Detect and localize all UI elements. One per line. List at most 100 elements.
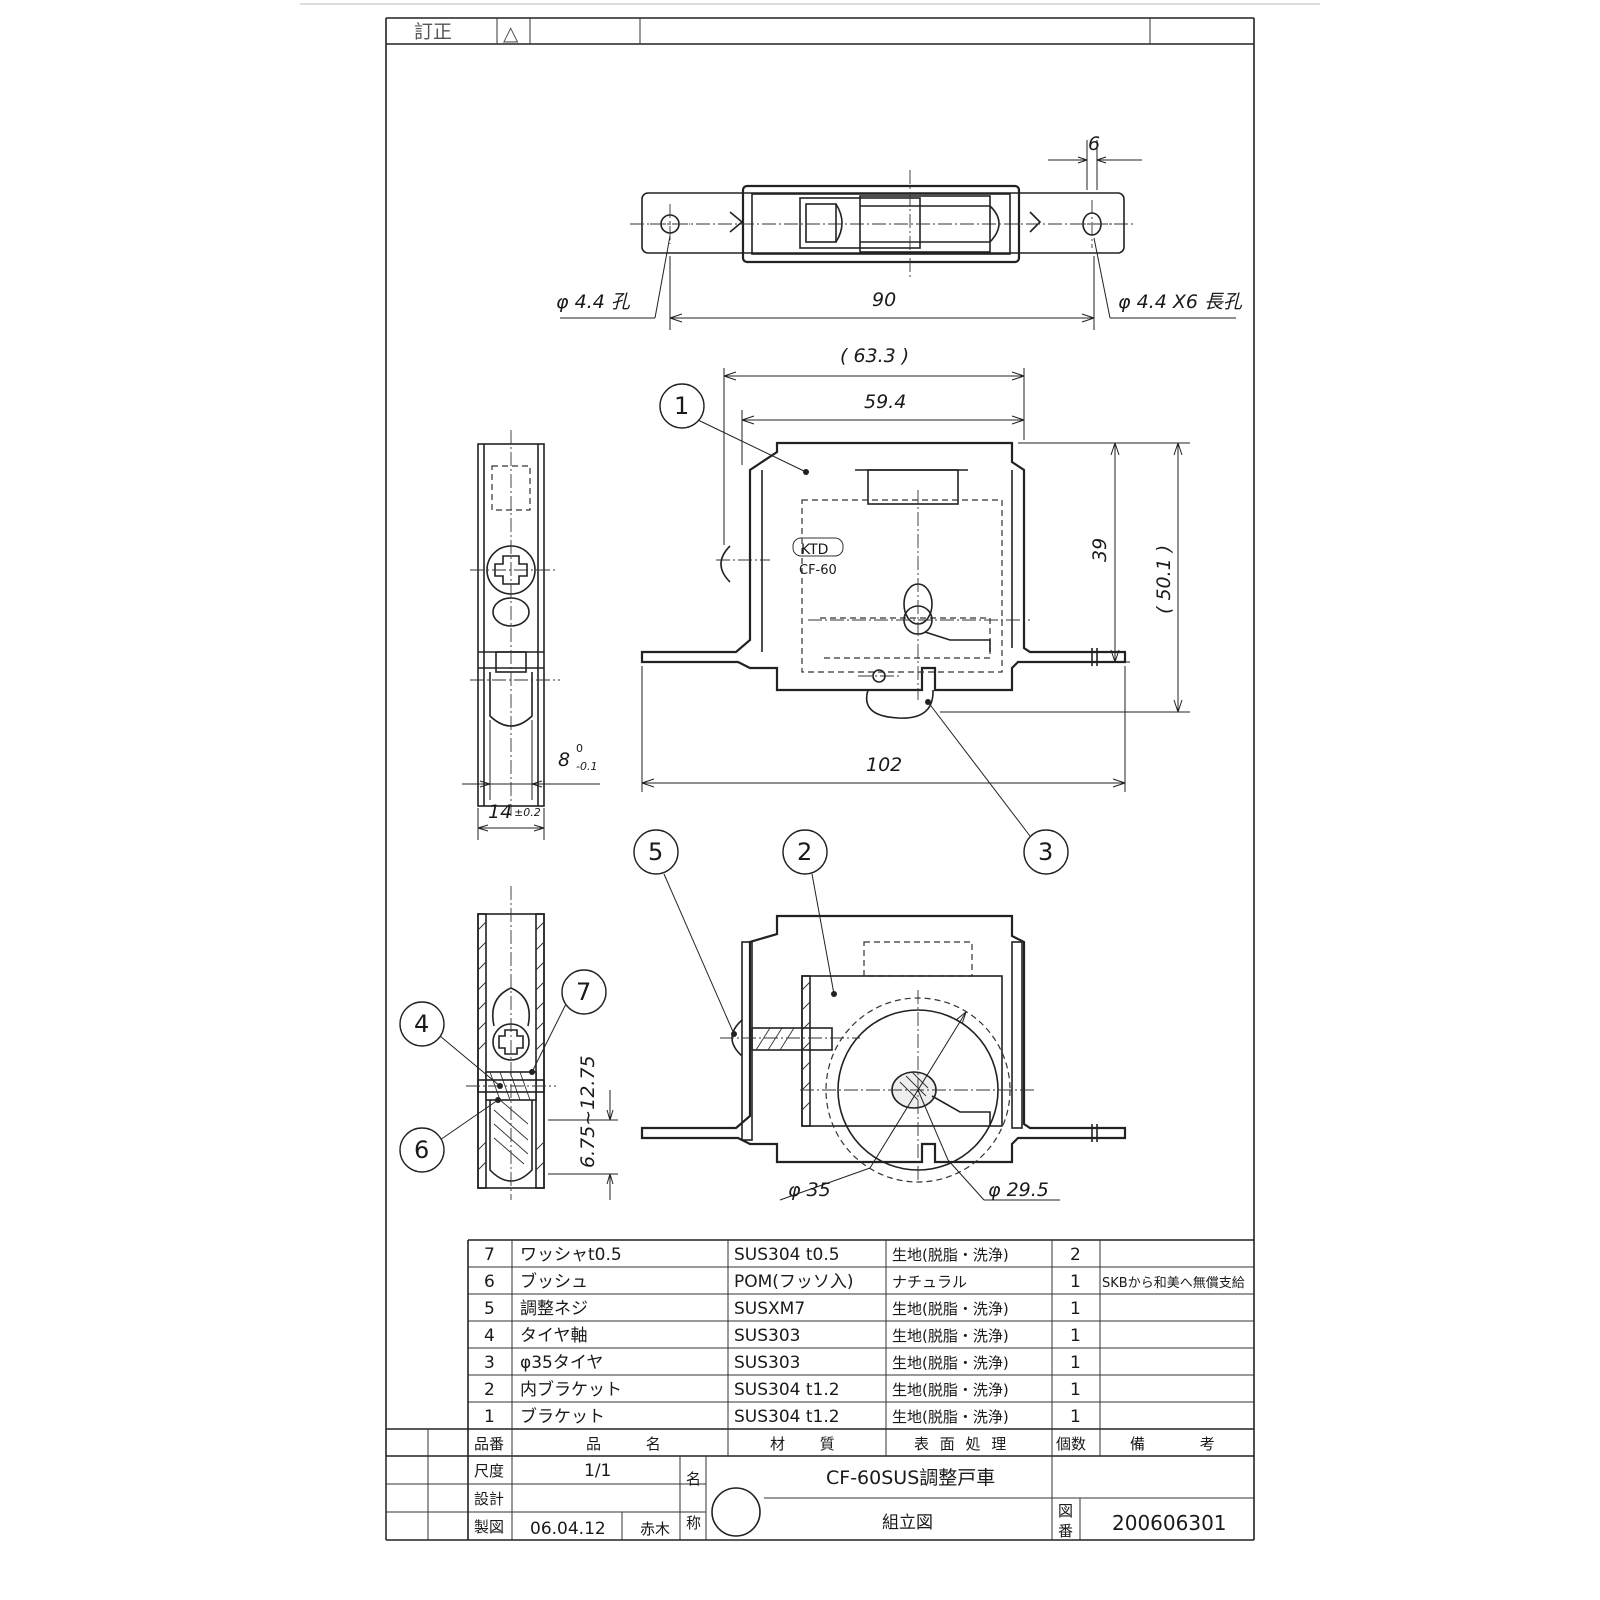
front-view: KTD CF-60 [640,441,1127,719]
sheet-border [300,3,1320,1540]
parts-row-4: 4 タイヤ軸 SUS303 生地(脱脂・洗浄) 1 [484,1326,1081,1346]
part-balloons: 1 2 3 4 5 6 7 [399,383,1069,1173]
part-finish: ナチュラル [892,1273,967,1291]
balloon-6: 6 [414,1136,429,1164]
part-no: 7 [484,1245,495,1265]
side-view-dimensions: 8 0 -0.1 14 ±0.2 [462,720,600,840]
part-no: 5 [484,1299,495,1319]
part-name: ブッシュ [520,1271,588,1292]
dim-hole-right: φ 4.4 X6 長孔 [1118,291,1243,313]
part-no: 3 [484,1353,495,1373]
header-remarks: 備 考 [1130,1435,1215,1453]
part-no: 2 [484,1380,495,1400]
dim-thickness-8: 8 [558,749,570,771]
drawing-number: 200606301 [1112,1511,1227,1535]
section-side-view-dimensions: 6.75~12.75 [548,1055,618,1200]
dim-height-39: 39 [1089,538,1111,562]
part-qty: 1 [1070,1299,1081,1319]
design-label: 設計 [474,1490,504,1508]
drawing-title: CF-60SUS調整戸車 [826,1467,995,1489]
parts-row-5: 5 調整ネジ SUSXM7 生地(脱脂・洗浄) 1 [484,1299,1081,1319]
balloon-1: 1 [674,392,689,420]
parts-list-header: 品番 品 名 材 質 表 面 処 理 個数 備 考 [474,1435,1215,1453]
section-side-view [466,886,556,1200]
part-no: 6 [484,1272,495,1292]
section-front-view-dimensions: φ 35 φ 29.5 [779,1011,1060,1201]
dim-thickness-8-lower: -0.1 [576,760,597,773]
drawing-subtitle: 組立図 [882,1513,933,1533]
drawn-label: 製図 [474,1518,504,1536]
part-material: SUS303 [734,1326,800,1346]
name-label-2: 称 [686,1514,701,1532]
part-qty: 1 [1070,1407,1081,1427]
top-view-dimensions: 6 90 φ 4.4 孔 φ 4.4 X6 長孔 [556,133,1243,330]
section-front-view [640,914,1127,1183]
marking-model: CF-60 [799,563,837,578]
part-finish: 生地(脱脂・洗浄) [892,1246,1009,1264]
parts-row-3: 3 φ35タイヤ SUS303 生地(脱脂・洗浄) 1 [484,1353,1081,1373]
part-finish: 生地(脱脂・洗浄) [892,1408,1009,1426]
part-name: ブラケット [520,1406,605,1427]
header-finish: 表 面 処 理 [914,1435,1006,1453]
title-block: 尺度 1/1 設計 製図 06.04.12 赤木 名 称 CF-60SUS調整戸… [474,1461,1227,1540]
header-name: 品 名 [586,1435,661,1453]
part-name: 調整ネジ [520,1299,588,1319]
dim-wheel-inner: φ 29.5 [988,1179,1049,1201]
dwg-no-label-1: 図 [1058,1502,1073,1520]
part-qty: 1 [1070,1272,1081,1292]
dim-hole-pitch: 90 [872,289,896,311]
part-finish: 生地(脱脂・洗浄) [892,1381,1009,1399]
dim-width-body: 59.4 [864,391,906,413]
dim-wheel-outer: φ 35 [788,1179,831,1201]
name-label-1: 名 [686,1470,701,1488]
drawn-date: 06.04.12 [530,1519,606,1539]
revision-block: 訂正 △ [414,21,519,45]
header-material: 材 質 [770,1435,835,1453]
part-finish: 生地(脱脂・洗浄) [892,1327,1009,1345]
part-no: 1 [484,1407,495,1427]
drawn-by: 赤木 [640,1520,670,1538]
part-name: φ35タイヤ [520,1353,603,1373]
parts-list-grid [385,1239,1254,1541]
marking-logo: KTD [801,542,828,558]
scale-value: 1/1 [584,1461,611,1481]
part-no: 4 [484,1326,495,1346]
dim-width-ref: ( 63.3 ) [840,345,909,367]
front-view-dimensions: ( 63.3 ) 59.4 39 ( 50.1 ) 102 [641,345,1190,792]
dim-width-14: 14 [488,801,512,823]
dim-height-ref: ( 50.1 ) [1153,545,1175,614]
part-qty: 1 [1070,1380,1081,1400]
scale-label: 尺度 [474,1462,504,1480]
balloon-4: 4 [414,1010,429,1038]
parts-row-1: 1 ブラケット SUS304 t1.2 生地(脱脂・洗浄) 1 [484,1406,1081,1427]
side-view [470,430,560,816]
part-name: タイヤ軸 [520,1326,588,1346]
parts-row-6: 6 ブッシュ POM(フッソ入) ナチュラル 1 SKBから和美へ無償支給 [484,1271,1245,1292]
part-material: SUS304 t1.2 [734,1380,840,1400]
part-qty: 2 [1070,1245,1081,1265]
dim-hole-left: φ 4.4 孔 [556,291,631,313]
balloon-3: 3 [1038,838,1053,866]
part-finish: 生地(脱脂・洗浄) [892,1354,1009,1372]
revision-label: 訂正 [414,21,452,43]
part-qty: 1 [1070,1353,1081,1373]
part-qty: 1 [1070,1326,1081,1346]
part-material: SUS304 t0.5 [734,1245,840,1265]
dim-slot-width: 6 [1088,133,1100,155]
part-name: 内ブラケット [520,1379,622,1400]
header-qty: 個数 [1056,1435,1086,1453]
balloon-2: 2 [797,838,812,866]
header-no: 品番 [474,1435,504,1453]
top-view [630,170,1136,280]
part-finish: 生地(脱脂・洗浄) [892,1300,1009,1318]
part-material: POM(フッソ入) [734,1272,854,1292]
dwg-no-label-2: 番 [1058,1522,1073,1540]
dim-total-length: 102 [866,754,902,776]
part-remarks: SKBから和美へ無償支給 [1102,1276,1245,1291]
parts-row-2: 2 内ブラケット SUS304 t1.2 生地(脱脂・洗浄) 1 [484,1379,1081,1400]
balloon-5: 5 [648,838,663,866]
dim-thickness-8-upper: 0 [576,742,583,755]
part-material: SUS303 [734,1353,800,1373]
dim-width-14-tol: ±0.2 [514,806,541,819]
